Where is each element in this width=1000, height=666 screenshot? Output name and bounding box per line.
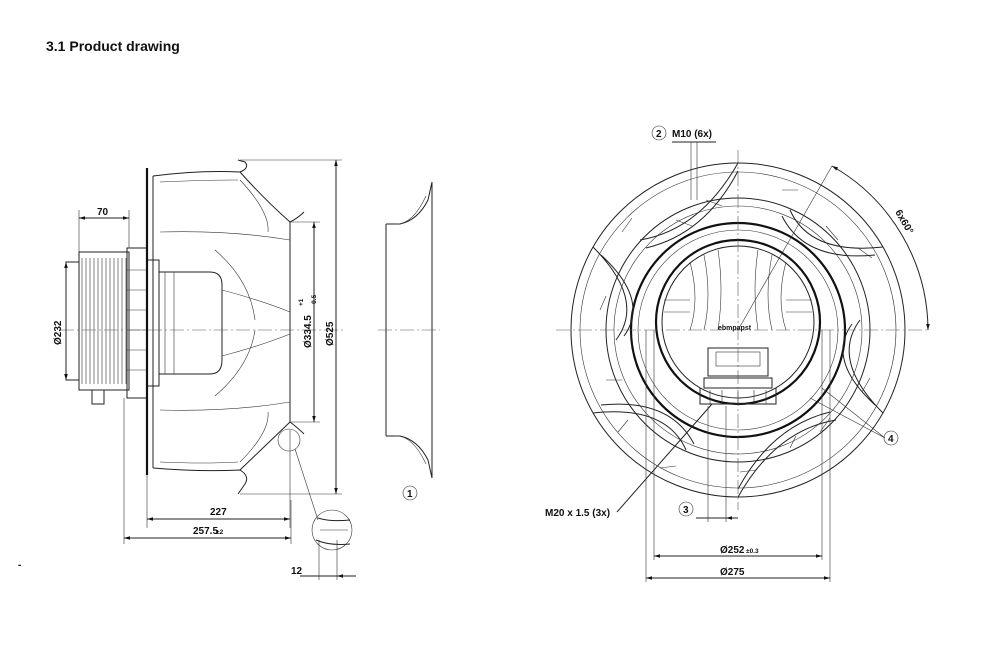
angle-dimension: 6x60° bbox=[737, 165, 930, 331]
dimension-257: 257.5 ±2 bbox=[123, 398, 292, 544]
callout-2-group: 2 M10 (6x) bbox=[651, 125, 716, 200]
detail-view bbox=[311, 509, 353, 551]
blades bbox=[592, 162, 884, 498]
side-view: 70 Ø232 Ø334.5 +1 -0.5 Ø525 227 bbox=[18, 159, 356, 580]
callout-1: 1 bbox=[407, 489, 413, 500]
m20-label: M20 x 1.5 (3x) bbox=[545, 508, 610, 519]
m10-label: M10 (6x) bbox=[672, 129, 712, 140]
impeller-blades bbox=[152, 159, 291, 495]
dimension-334: Ø334.5 +1 -0.5 bbox=[290, 221, 320, 423]
dim-12-label: 12 bbox=[291, 566, 303, 577]
dim-70-label: 70 bbox=[97, 207, 109, 218]
callout-4: 4 bbox=[888, 434, 894, 445]
dimension-70: 70 bbox=[78, 207, 130, 252]
stray-mark: - bbox=[18, 560, 21, 571]
dim-334-label: Ø334.5 bbox=[303, 315, 314, 348]
dim-334-tol-lower: -0.5 bbox=[311, 294, 318, 306]
callout-3-group: 3 bbox=[678, 406, 738, 522]
motor-fins bbox=[65, 247, 148, 405]
page-title: 3.1 Product drawing bbox=[46, 38, 180, 54]
dim-232-label: Ø232 bbox=[53, 320, 64, 345]
callout-1-circle bbox=[402, 485, 418, 501]
inlet-ring-view: 1 bbox=[378, 181, 440, 501]
callout-4-group: 4 bbox=[809, 387, 899, 446]
dim-257-tol: ±2 bbox=[216, 529, 224, 536]
dimension-232: Ø232 bbox=[53, 262, 68, 380]
front-view: ebmpapst 6x60° 2 M10 (6x) 4 M20 x 1.5 (3… bbox=[545, 125, 930, 582]
dim-334-tol-upper: +1 bbox=[298, 298, 305, 306]
m20-group: M20 x 1.5 (3x) bbox=[545, 403, 713, 519]
dimension-252: Ø252 ±0.3 bbox=[653, 330, 823, 560]
dimension-227: 227 bbox=[146, 430, 291, 528]
brand-mark: ebmpapst bbox=[718, 325, 752, 332]
dim-275-label: Ø275 bbox=[720, 567, 745, 578]
dimension-275: Ø275 bbox=[645, 330, 831, 582]
dim-257-label: 257.5 bbox=[193, 526, 218, 537]
dim-252-tol: ±0.3 bbox=[746, 548, 759, 555]
callout-2: 2 bbox=[656, 129, 662, 140]
motor-hub bbox=[146, 259, 223, 387]
callout-3: 3 bbox=[683, 505, 689, 516]
dimension-12: 12 bbox=[291, 540, 356, 580]
angle-label: 6x60° bbox=[892, 208, 915, 236]
detail-circle bbox=[277, 428, 301, 452]
dim-525-label: Ø525 bbox=[325, 321, 336, 346]
dim-227-label: 227 bbox=[210, 507, 227, 518]
dimension-525: Ø525 bbox=[240, 159, 342, 495]
dim-252-label: Ø252 bbox=[720, 545, 745, 556]
